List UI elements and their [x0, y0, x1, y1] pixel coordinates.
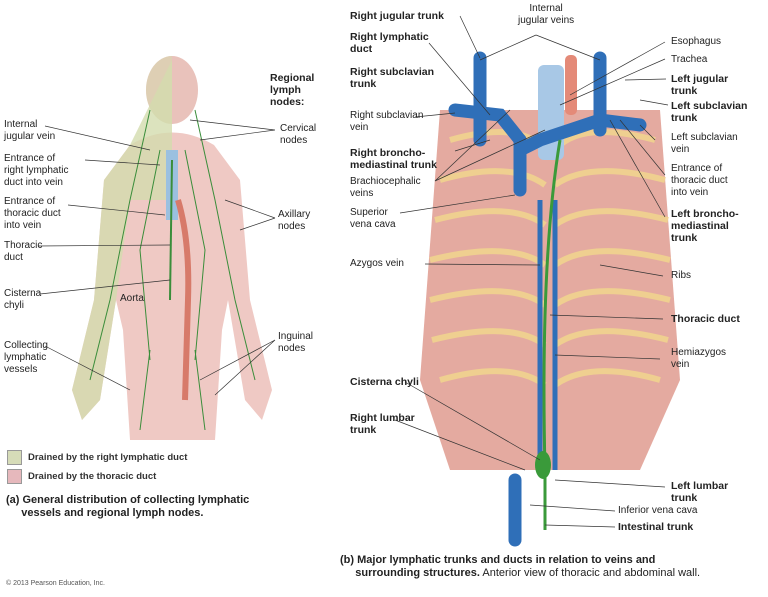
caption-b-bold: (b) Major lymphatic trunks and ducts in … [340, 554, 656, 579]
label-ribs: Ribs [671, 270, 692, 281]
label-collecting-lymphatic-vessels: Collecting lymphatic vessels [4, 340, 48, 375]
label-internal-jugular-veins: Internal jugular veins [518, 3, 575, 26]
label-trachea: Trachea [671, 54, 708, 65]
legend-swatch [7, 469, 22, 484]
label-left-subclavian-vein: Left subclavian vein [671, 132, 738, 155]
label-right-subclavian-trunk: Right subclavian trunk [350, 66, 435, 90]
label-entrance-right-lymphatic-duct: Entrance of right lymphatic duct into ve… [4, 153, 69, 188]
label-internal-jugular-vein: Internal jugular vein [4, 119, 56, 142]
legend-right-lymphatic-duct: Drained by the right lymphatic duct [7, 450, 187, 465]
label-inferior-vena-cava: Inferior vena cava [618, 505, 698, 516]
label-left-bronchomediastinal-trunk: Left broncho- mediastinal trunk [671, 208, 739, 244]
label-inguinal-nodes: Inguinal nodes [278, 331, 314, 354]
label-brachiocephalic-veins: Brachiocephalic veins [350, 176, 421, 199]
label-hemiazygos-vein: Hemiazygos vein [671, 347, 727, 370]
leader-lines [37, 15, 669, 528]
label-left-subclavian-trunk: Left subclavian trunk [671, 100, 748, 124]
label-right-lymphatic-duct: Right lymphatic duct [350, 31, 429, 55]
caption-b: (b) Major lymphatic trunks and ducts in … [340, 554, 700, 580]
label-right-jugular-trunk: Right jugular trunk [350, 10, 444, 22]
label-thoracic-duct: Thoracic duct [4, 240, 43, 263]
label-regional-lymph-nodes: Regional lymph nodes: [270, 72, 315, 108]
label-left-jugular-trunk: Left jugular trunk [671, 73, 729, 97]
label-esophagus: Esophagus [671, 36, 722, 47]
label-right-lumbar-trunk: Right lumbar trunk [350, 412, 415, 436]
caption-a: (a) General distribution of collecting l… [6, 494, 250, 519]
body-figure [72, 56, 272, 440]
thorax-figure [420, 51, 680, 547]
label-entrance-thoracic-duct-b: Entrance of thoracic duct into vein [671, 163, 728, 198]
legend-thoracic-duct: Drained by the thoracic duct [7, 469, 156, 484]
copyright: © 2013 Pearson Education, Inc. [6, 580, 105, 587]
legend-swatch [7, 450, 22, 465]
label-cervical-nodes: Cervical nodes [280, 123, 317, 146]
caption-b-rest: Anterior view of thoracic and abdominal … [479, 567, 701, 579]
label-right-subclavian-vein: Right subclavian vein [350, 110, 424, 133]
legend-label: Drained by the right lymphatic duct [28, 452, 188, 463]
label-cisterna-chyli-b: Cisterna chyli [350, 376, 419, 388]
label-azygos-vein: Azygos vein [350, 258, 404, 269]
label-axillary-nodes: Axillary nodes [278, 209, 311, 232]
label-left-lumbar-trunk: Left lumbar trunk [671, 480, 729, 504]
label-right-bronchomediastinal-trunk: Right broncho- mediastinal trunk [350, 147, 437, 171]
label-superior-vena-cava: Superior vena cava [350, 207, 396, 230]
label-entrance-thoracic-duct: Entrance of thoracic duct into vein [4, 196, 61, 231]
legend-label: Drained by the thoracic duct [28, 471, 157, 482]
label-aorta: Aorta [120, 293, 144, 304]
label-cisterna-chyli: Cisterna chyli [4, 288, 42, 311]
label-intestinal-trunk: Intestinal trunk [618, 521, 694, 533]
label-thoracic-duct-b: Thoracic duct [671, 313, 740, 325]
